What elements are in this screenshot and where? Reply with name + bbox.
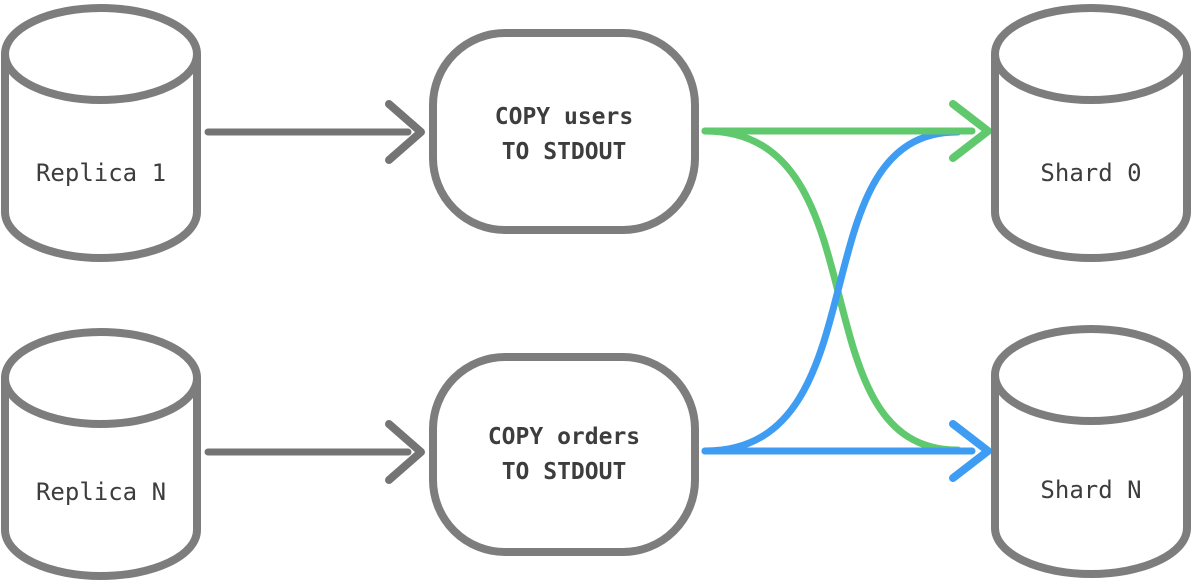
database-cylinder-icon (0, 54, 201, 262)
shard-0-label: Shard 0 (1040, 159, 1141, 187)
database-cylinder-top-icon (991, 325, 1191, 425)
edge-replicaN-to-copyorders-arrow (204, 420, 425, 484)
edge-users-to-shard0-arrowhead-icon (949, 100, 992, 162)
edge-replica1-arrowhead-icon (385, 100, 425, 164)
database-cylinder-top-icon (1, 4, 201, 104)
copy-users-label-line1: COPY users (495, 104, 633, 130)
replica-1-label: Replica 1 (36, 159, 166, 187)
edge-orders-to-shardN-arrowhead-icon (949, 420, 992, 482)
copy-users-node: COPY users TO STDOUT (429, 29, 699, 234)
shard-n-label: Shard N (1040, 476, 1141, 504)
edge-orders-to-shardN-arrow (701, 420, 992, 482)
database-cylinder-icon (991, 54, 1191, 262)
edge-users-to-shardN-curve (701, 127, 962, 454)
database-cylinder-top-icon (991, 4, 1191, 104)
edge-users-to-shard0-arrow (701, 100, 992, 162)
process-box (429, 29, 699, 234)
copy-users-label-line2: TO STDOUT (502, 139, 627, 165)
edge-replicaN-arrowhead-icon (385, 420, 425, 484)
copy-orders-label-line1: COPY orders (488, 424, 640, 450)
database-cylinder-icon (0, 378, 201, 580)
process-box (429, 353, 699, 556)
replica-n-label: Replica N (36, 478, 166, 506)
shard-n-node: Shard N (991, 325, 1191, 578)
replica-n-node: Replica N (0, 328, 201, 580)
copy-orders-label-line2: TO STDOUT (502, 459, 627, 485)
copy-orders-node: COPY orders TO STDOUT (429, 353, 699, 556)
edge-replica1-to-copyusers-arrow (204, 100, 425, 164)
replica-1-node: Replica 1 (0, 4, 201, 262)
database-cylinder-top-icon (1, 328, 201, 428)
database-cylinder-icon (991, 375, 1191, 578)
shard-0-node: Shard 0 (991, 4, 1191, 262)
edge-orders-to-shard0-curve (701, 128, 962, 455)
